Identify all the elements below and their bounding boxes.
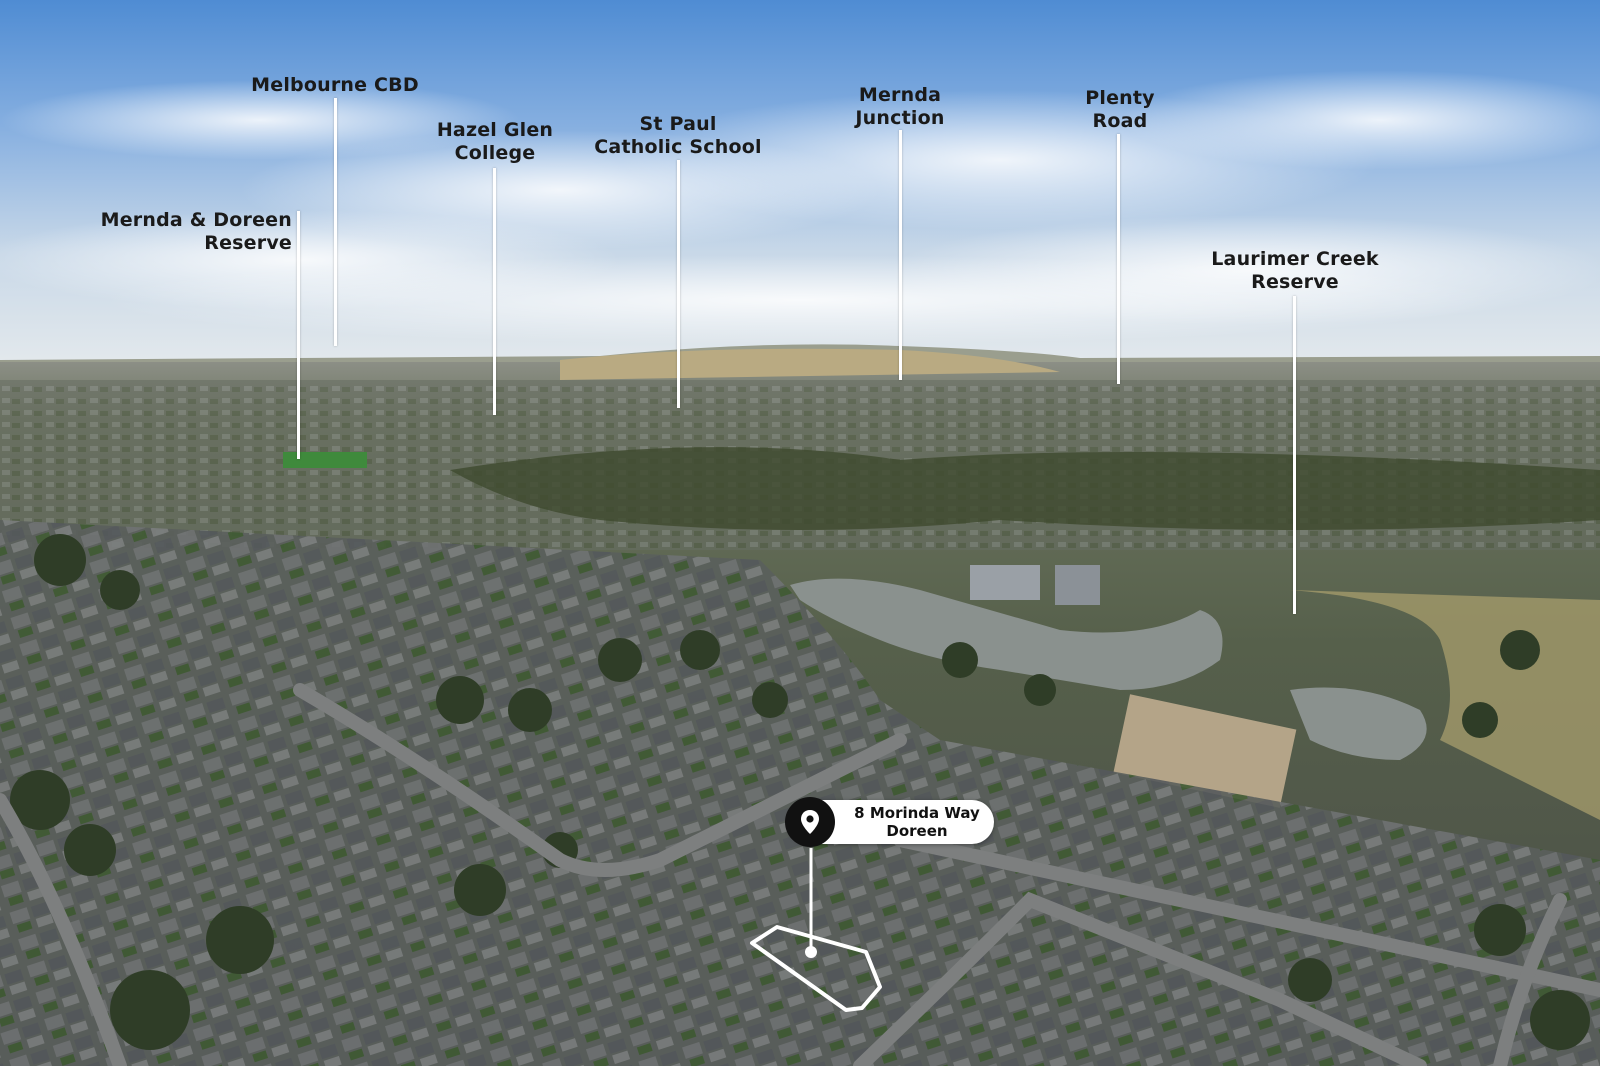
leader-line-mernda-junction (899, 130, 902, 380)
poi-label-line: Melbourne CBD (251, 74, 419, 96)
map-pin-icon (801, 810, 819, 834)
property-address-suburb: Doreen (886, 822, 948, 840)
poi-label-line: Catholic School (594, 136, 762, 158)
property-pin-badge (785, 797, 835, 847)
poi-label-line: Hazel Glen (436, 119, 554, 141)
poi-label-line: Road (1092, 110, 1148, 132)
poi-label-st-paul-catholic-school: St Paul Catholic School (588, 113, 768, 159)
poi-label-line: Reserve (1251, 271, 1339, 293)
leader-line-melbourne-cbd (334, 98, 337, 346)
property-address-street: 8 Morinda Way (854, 804, 980, 822)
poi-label-hazel-glen-college: Hazel Glen College (420, 119, 570, 165)
poi-label-mernda-doreen-reserve: Mernda & Doreen Reserve (92, 209, 292, 255)
poi-label-melbourne-cbd: Melbourne CBD (250, 74, 420, 97)
leader-line-plenty-road (1117, 134, 1120, 384)
poi-label-plenty-road: Plenty Road (1070, 87, 1170, 133)
poi-label-mernda-junction: Mernda Junction (835, 84, 965, 130)
leader-line-st-paul-catholic-school (677, 160, 680, 408)
poi-label-line: Junction (855, 107, 945, 129)
poi-label-line: Mernda & Doreen (100, 209, 292, 231)
poi-label-line: Laurimer Creek (1211, 248, 1379, 270)
leader-line-mernda-doreen-reserve (297, 211, 300, 459)
poi-label-line: Mernda (858, 84, 942, 106)
leader-line-hazel-glen-college (493, 168, 496, 415)
poi-label-line: Reserve (204, 232, 292, 254)
poi-label-line: College (454, 142, 536, 164)
poi-label-laurimer-creek-reserve: Laurimer Creek Reserve (1200, 248, 1390, 294)
leader-line-laurimer-creek-reserve (1293, 296, 1296, 614)
poi-label-line: St Paul (639, 113, 717, 135)
property-address: 8 Morinda Way Doreen (842, 804, 992, 840)
poi-label-line: Plenty (1085, 87, 1155, 109)
